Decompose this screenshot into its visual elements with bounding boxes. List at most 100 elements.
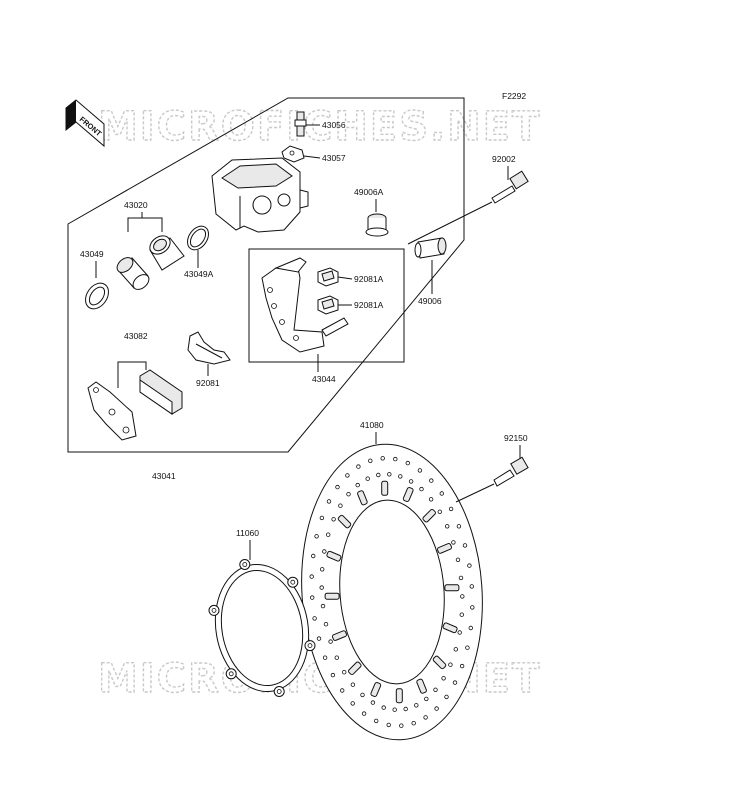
bolt-92002 — [491, 170, 529, 204]
label-43044: 43044 — [312, 374, 336, 384]
label-92002: 92002 — [492, 154, 516, 164]
boot-49006A — [365, 213, 389, 237]
disc-drill-hole — [434, 706, 439, 711]
disc-drill-hole — [360, 692, 365, 698]
disc-drill-hole — [424, 696, 429, 702]
disc-drill-hole — [326, 532, 331, 537]
caliper-body — [211, 157, 309, 233]
disc-drill-hole — [361, 711, 367, 716]
spring-92081 — [187, 331, 231, 365]
label-43049A: 43049A — [184, 269, 214, 279]
disc-drill-hole — [465, 645, 470, 650]
label-43057: 43057 — [322, 153, 346, 163]
disc-drill-hole — [342, 670, 347, 675]
piston-large — [149, 235, 185, 271]
caliper-assembly-frame — [67, 97, 465, 453]
disc-vent-slot — [437, 543, 452, 554]
disc-drill-hole — [319, 585, 324, 590]
brake-pad-inner — [139, 369, 183, 415]
disc-drill-hole — [368, 458, 373, 463]
disc-drill-hole — [380, 456, 385, 461]
disc-vent-slot — [331, 630, 348, 641]
label-92081A-lower: 92081A — [354, 300, 384, 310]
disc-drill-hole — [448, 506, 454, 512]
disc-vent-slot — [326, 550, 342, 562]
label-43082: 43082 — [124, 331, 148, 341]
disc-drill-hole — [322, 655, 328, 660]
disc-drill-hole — [311, 553, 316, 559]
disc-drill-hole — [456, 524, 462, 529]
bleeder-valve — [294, 111, 320, 137]
brake-disc — [301, 443, 483, 741]
gasket-bolt-hole — [211, 608, 217, 613]
disc-drill-hole — [460, 594, 465, 599]
disc-drill-hole — [468, 625, 473, 631]
disc-vent-slot — [370, 682, 382, 697]
disc-drill-hole — [459, 612, 464, 617]
slide-pin-49006 — [414, 237, 447, 259]
label-43041: 43041 — [152, 471, 176, 481]
disc-drill-hole — [429, 478, 434, 483]
disc-drill-hole — [457, 630, 462, 635]
disc-drill-hole — [346, 492, 351, 497]
disc-drill-hole — [319, 515, 325, 521]
disc-drill-hole — [335, 484, 340, 490]
disc-drill-hole — [320, 603, 326, 609]
disc-vent-slot — [444, 584, 460, 592]
disc-drill-hole — [453, 647, 458, 652]
disc-drill-hole — [309, 574, 314, 579]
label-49006: 49006 — [418, 296, 442, 306]
disc-drill-hole — [419, 486, 424, 492]
disc-drill-hole — [350, 701, 355, 706]
disc-drill-hole — [338, 503, 343, 508]
label-43049: 43049 — [80, 249, 104, 259]
gasket-bolt-hole — [290, 579, 296, 585]
piston-small — [116, 257, 150, 290]
disc-drill-hole — [408, 479, 414, 484]
label-92081: 92081 — [196, 378, 220, 388]
label-43020: 43020 — [124, 200, 148, 210]
disc-drill-hole — [310, 595, 315, 600]
disc-vent-slot — [337, 514, 352, 529]
clip-92081A-lower — [317, 295, 339, 315]
disc-drill-hole — [393, 456, 398, 462]
label-92150: 92150 — [504, 433, 528, 443]
disc-drill-hole — [448, 662, 453, 667]
disc-drill-hole — [322, 549, 327, 554]
disc-drill-hole — [459, 663, 465, 669]
disc-drill-hole — [467, 563, 472, 568]
disc-drill-hole — [405, 460, 410, 466]
disc-drill-hole — [428, 497, 434, 502]
disc-drill-hole — [331, 517, 336, 522]
label-43056: 43056 — [322, 120, 346, 130]
disc-drill-hole — [403, 706, 408, 712]
disc-vent-slot — [442, 622, 458, 634]
disc-drill-hole — [398, 474, 403, 479]
caliper-bracket — [261, 257, 349, 353]
bracket-assembly-frame — [248, 248, 405, 363]
disc-drill-hole — [312, 616, 317, 621]
gasket-bolt-hole — [276, 689, 282, 694]
disc-drill-hole — [399, 723, 404, 728]
disc-drill-hole — [392, 707, 397, 712]
bleeder-cap — [281, 145, 321, 163]
seal-43049A — [187, 225, 209, 251]
disc-drill-hole — [334, 655, 339, 660]
label-49006A: 49006A — [354, 187, 384, 197]
gasket-11060 — [208, 559, 316, 697]
figure-code: F2292 — [502, 91, 526, 101]
disc-drill-hole — [350, 682, 356, 687]
seal-43049 — [85, 282, 109, 310]
disc-drill-hole — [451, 540, 456, 545]
disc-drill-hole — [374, 718, 379, 724]
disc-drill-hole — [316, 636, 322, 641]
disc-vent-slot — [402, 487, 414, 502]
disc-drill-hole — [386, 722, 391, 728]
disc-drill-hole — [433, 687, 438, 692]
label-41080: 41080 — [360, 420, 384, 430]
disc-drill-hole — [444, 694, 449, 700]
disc-drill-hole — [330, 672, 336, 678]
disc-drill-hole — [414, 703, 419, 708]
gasket-bolt-hole — [228, 671, 234, 677]
